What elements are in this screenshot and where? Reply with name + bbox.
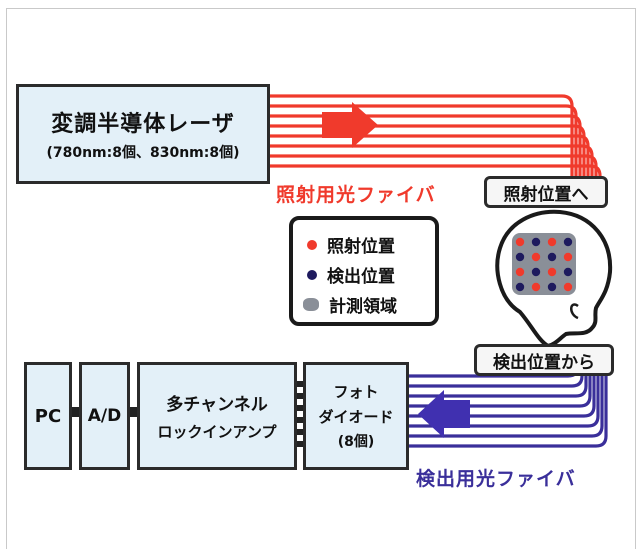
laser-box: 変調半導体レーザ (780nm:8個、830nm:8個) — [16, 84, 270, 184]
photodiode-line2: ダイオード — [318, 408, 394, 426]
irradiation-point — [515, 237, 525, 247]
irradiation-arrow — [322, 102, 378, 148]
detection-point — [531, 237, 541, 247]
legend-irradiation-text: 照射位置 — [327, 237, 395, 257]
connector-ad-lockin — [129, 407, 137, 417]
detection-fiber — [409, 376, 588, 398]
detection-point — [531, 267, 541, 277]
detection-fiber — [409, 376, 592, 408]
detection-fiber — [409, 376, 600, 428]
figure-frame — [6, 8, 636, 549]
detection-point — [547, 252, 557, 262]
irradiation-fiber — [270, 144, 594, 176]
lockin-box: 多チャンネル ロックインアンプ — [137, 362, 297, 470]
laser-title: 変調半導体レーザ — [51, 112, 235, 137]
irradiation-point — [531, 252, 541, 262]
irradiation-point — [563, 252, 573, 262]
detection-point — [547, 282, 557, 292]
legend-detection-text: 検出位置 — [327, 267, 395, 287]
measurement-area — [512, 233, 576, 295]
pc-label: PC — [34, 405, 62, 427]
detection-point — [515, 252, 525, 262]
lockin-line2: ロックインアンプ — [157, 423, 277, 441]
detection-point — [515, 282, 525, 292]
lockin-line1: 多チャンネル — [166, 395, 268, 415]
irradiation-point — [515, 267, 525, 277]
measurement-swatch — [303, 298, 319, 311]
legend-irradiation: 照射位置 — [307, 232, 395, 257]
legend-measurement-text: 計測領域 — [329, 297, 397, 317]
detection-arrow — [418, 390, 470, 438]
detection-dot — [307, 269, 317, 280]
pc-box: PC — [24, 362, 72, 470]
irradiation-point — [531, 282, 541, 292]
to-irradiation-label: 照射位置へ — [484, 176, 608, 208]
photodiode-box: フォト ダイオード (8個) — [303, 362, 409, 470]
irradiation-point — [547, 267, 557, 277]
photodiode-line3: (8個) — [337, 434, 375, 450]
irradiation-dot — [307, 239, 317, 250]
irradiation-point — [547, 237, 557, 247]
ad-label: A/D — [87, 406, 122, 426]
irradiation-fiber-bundle — [270, 94, 602, 177]
legend-detection: 検出位置 — [307, 262, 395, 287]
detection-fiber — [409, 376, 604, 438]
ad-box: A/D — [79, 362, 130, 470]
probe-grid — [515, 237, 573, 292]
detection-point — [563, 237, 573, 247]
connector-pc-ad — [71, 407, 79, 417]
detection-fiber — [409, 375, 584, 388]
detection-fiber-label: 検出用光ファイバ — [416, 468, 576, 490]
detection-fiber — [409, 376, 596, 418]
detection-point — [563, 267, 573, 277]
photodiode-line1: フォト — [333, 383, 379, 401]
irradiation-fiber — [270, 124, 586, 176]
detection-fiber — [409, 376, 608, 448]
irradiation-point — [563, 282, 573, 292]
connector-lockin-photo — [297, 381, 303, 447]
laser-subtitle: (780nm:8個、830nm:8個) — [46, 145, 240, 161]
legend: 照射位置 検出位置 計測領域 — [289, 216, 439, 326]
legend-measurement: 計測領域 — [303, 292, 397, 317]
from-detection-label: 検出位置から — [474, 344, 614, 376]
irradiation-fiber — [270, 164, 602, 177]
irradiation-fiber-label: 照射用光ファイバ — [276, 184, 436, 206]
